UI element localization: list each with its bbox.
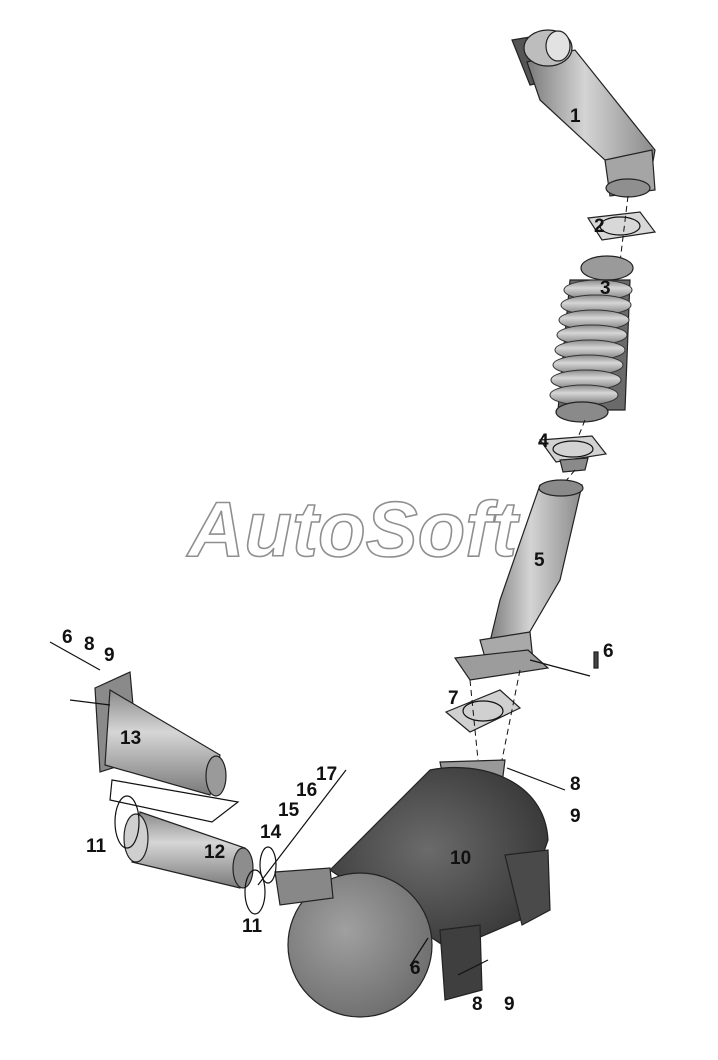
part-3-corrugated-hose: [549, 255, 634, 446]
part-13-outlet-pipe: [49, 641, 227, 797]
callout-8-left: 8: [84, 634, 95, 655]
watermark-text: AutoSoft: [186, 485, 520, 573]
callout-10: 10: [450, 848, 471, 869]
callout-11-bottom: 11: [242, 916, 263, 937]
part-7-flange-gasket: [444, 669, 522, 771]
callout-3: 3: [600, 278, 611, 299]
part-1-elbow-pipe: [511, 29, 656, 198]
part-4-gasket: [538, 435, 608, 483]
callout-9-mid: 9: [570, 806, 581, 827]
callout-12: 12: [204, 842, 225, 863]
callout-8-mid: 8: [570, 774, 581, 795]
callout-9-left: 9: [104, 645, 115, 666]
part-2-gasket: [586, 195, 657, 263]
callout-4: 4: [538, 431, 549, 452]
part-11-clamps: [109, 779, 266, 915]
callout-2: 2: [594, 216, 605, 237]
callout-16: 16: [296, 780, 317, 801]
callout-8-bottom: 8: [472, 994, 483, 1015]
parts-14-17-leader: [257, 769, 347, 886]
part-5-intermediate-pipe: [453, 479, 599, 681]
callout-6-bottom: 6: [410, 958, 421, 979]
callout-6-left: 6: [62, 627, 73, 648]
callout-5: 5: [534, 550, 545, 571]
callout-6-right: 6: [603, 641, 614, 662]
callout-7: 7: [448, 688, 459, 709]
callout-17: 17: [316, 764, 337, 785]
callout-11-left: 11: [86, 836, 107, 857]
callout-15: 15: [278, 800, 300, 821]
callout-1: 1: [570, 106, 581, 127]
part-12-tail-pipe: [123, 811, 254, 889]
callout-13: 13: [120, 728, 141, 749]
part-10-silencer-body: [274, 759, 566, 1018]
callout-9-bottom: 9: [504, 994, 515, 1015]
callout-14: 14: [260, 822, 282, 843]
